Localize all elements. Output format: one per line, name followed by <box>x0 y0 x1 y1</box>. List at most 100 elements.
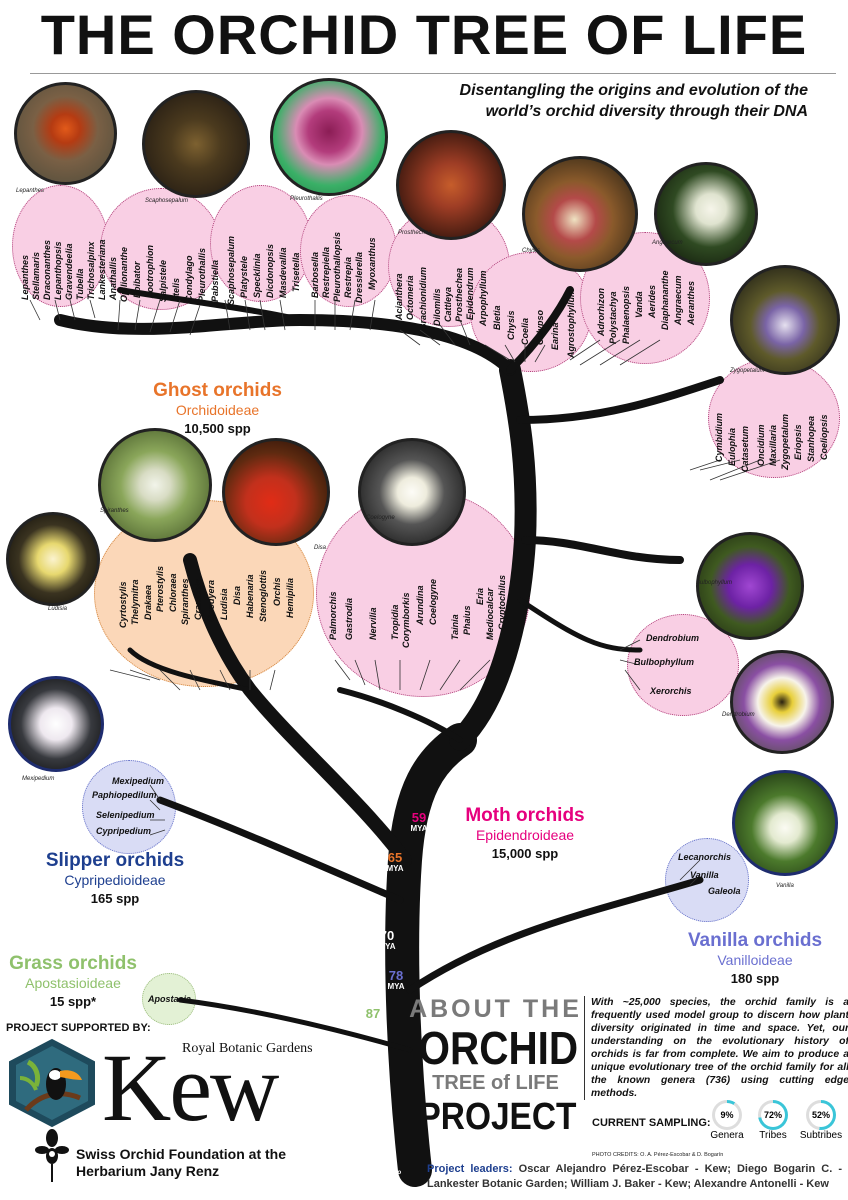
genus-label: Bletia <box>492 305 502 330</box>
group-grass: Grass orchids Apostasioideae 15 spp* <box>0 953 146 1009</box>
subtitle-line-2: world’s orchid diversity through their D… <box>485 103 808 120</box>
group-subfamily: Apostasioideae <box>25 975 121 991</box>
sampling-subtribes: 52% Subtribes <box>796 1100 846 1141</box>
genus-label: Vanda <box>634 291 644 318</box>
group-subfamily: Cypripedioideae <box>64 872 166 888</box>
ludisia-photo-label: Ludisia <box>48 606 68 612</box>
orchid-logo-icon <box>35 1129 69 1182</box>
genus-label: Drakaea <box>143 584 153 620</box>
sampling-tribes: 72% Tribes <box>750 1100 796 1141</box>
genus-label: Angraecum <box>673 275 683 325</box>
genus-label: Spiranthes <box>180 578 190 625</box>
node-age-unit: MYA <box>378 942 396 951</box>
sampling-name: Genera <box>710 1130 744 1141</box>
scaphosepalum-photo <box>142 90 250 198</box>
node-age-value: 70 <box>379 928 395 943</box>
sampling-ring: 9% <box>712 1100 742 1130</box>
node-age-87: 87 MYA* <box>358 1006 388 1030</box>
genus-label: Lepanthes <box>20 254 30 300</box>
genus-label: Tubella <box>75 268 85 300</box>
genus-label: Pterostylis <box>155 565 165 612</box>
leaders-names: Oscar Alejandro Pérez-Escobar - Kew; Die… <box>427 1163 843 1190</box>
dendrobium-photo-label: Dendrobium <box>722 712 755 718</box>
pleurothallis-photo-label: Pleurothallis <box>290 196 323 202</box>
genus-label: Scaphosepalum <box>226 235 236 305</box>
branch-top-left-2 <box>117 287 303 323</box>
genus-label: Platystele <box>239 255 249 298</box>
genus-label: Disa <box>232 585 242 605</box>
cypripedioideae-bubble <box>82 760 176 854</box>
subtitle-line-1: Disentangling the origins and evolution … <box>459 82 808 99</box>
genus-label: Maxillaria <box>768 424 778 466</box>
genus-label: Zygopetalum <box>780 413 790 470</box>
genus-label: Opilionanthe <box>119 247 129 302</box>
group-name: Grass orchids <box>9 953 137 974</box>
group-species: 165 spp <box>90 891 140 906</box>
genus-label: Orchis <box>272 577 282 606</box>
genus-label: Calypso <box>535 309 545 345</box>
genus-label: Mediocalcar <box>485 587 495 640</box>
genus-label: Zootrophion <box>145 245 155 298</box>
node-age-value: 59 <box>411 810 427 825</box>
genus-label: Galeola <box>708 886 741 896</box>
genus-label: Xerorchis <box>650 686 692 696</box>
node-age-value: 78 <box>388 968 404 983</box>
legend-spp: spp*= Species <box>338 1180 379 1186</box>
genus-label: Octomeria <box>405 275 415 320</box>
about-line-1: ABOUT THE <box>409 995 582 1023</box>
photo-credits: PHOTO CREDITS: O. A. Pérez-Escobar & D. … <box>592 1152 724 1158</box>
genus-label: Bulbophyllum <box>634 657 694 667</box>
genus-label: Vanilla <box>690 870 719 880</box>
vanilla-photo-label: Vanilla <box>776 883 794 889</box>
genus-label: Oncidium <box>756 424 766 466</box>
genus-label: Arundina <box>415 585 425 626</box>
chysis-photo <box>522 156 638 272</box>
genus-label: Coeliopsis <box>819 414 829 460</box>
genus-label: Corymborkis <box>401 592 411 648</box>
node-age-78: 78 MYA <box>381 968 411 992</box>
genus-label: Cryptochilus <box>497 574 507 630</box>
genus-label: Cypripedium <box>96 826 152 836</box>
lepanthes-photo <box>14 82 117 185</box>
kew-small: Royal Botanic Gardens <box>182 1041 313 1056</box>
node-age-70: 70 MYA <box>372 928 402 952</box>
genus-label: Anathallis <box>108 256 118 300</box>
genus-label: Restrepia <box>343 256 353 298</box>
project-leaders: Project leaders: Oscar Alejandro Pérez-E… <box>427 1162 842 1192</box>
vanilla-photo <box>732 770 838 876</box>
genus-label: Stenoglottis <box>258 570 268 622</box>
genus-label: Lecanorchis <box>678 852 732 862</box>
mexipedium-photo-label: Mexipedium <box>22 776 55 782</box>
genus-label: Nervilia <box>368 607 378 640</box>
swiss-foundation-line-2: Herbarium Jany Renz <box>76 1163 220 1179</box>
sampling-ring: 72% <box>758 1100 788 1130</box>
genus-label: Coelia <box>520 317 530 345</box>
genus-label: Cymbidium <box>714 412 724 462</box>
swiss-foundation-line-1: Swiss Orchid Foundation at the <box>76 1146 287 1162</box>
pleurothallis-photo <box>270 78 388 196</box>
genus-label: Hemipilia <box>285 577 295 618</box>
sampling-value: 52% <box>809 1103 833 1127</box>
group-subfamily: Epidendroideae <box>475 827 575 843</box>
branch-moth-inner <box>337 687 463 743</box>
node-age-value: 87 <box>365 1006 381 1021</box>
group-slipper: Slipper orchids Cypripedioideae 165 spp <box>35 850 195 906</box>
genus-label: Chloraea <box>168 573 178 612</box>
genus-label: Apostasia <box>148 994 192 1004</box>
leaders-label: Project leaders: <box>427 1163 513 1175</box>
genus-label: Epidendrum <box>465 267 475 320</box>
genus-label: Aerides <box>647 284 657 318</box>
sampling-name: Subtribes <box>799 1130 843 1141</box>
genus-label: Gravendeelia <box>64 243 74 300</box>
genus-label: Dresslerella <box>354 251 364 303</box>
genus-label: Goodyera <box>206 579 216 622</box>
about-block: ABOUT THE ORCHID TREE of LIFE PROJECT <box>408 995 583 1160</box>
genus-label: Polystachya <box>608 291 618 344</box>
sampling-value: 72% <box>761 1103 785 1127</box>
lepanthes-photo-label: Lepanthes <box>16 188 45 194</box>
group-name: Vanilla orchids <box>687 930 823 951</box>
zygopetalum-photo-label: Zygopetalum <box>730 368 765 374</box>
ludisia-photo <box>6 512 100 606</box>
genus-label: Tropidia <box>390 604 400 640</box>
